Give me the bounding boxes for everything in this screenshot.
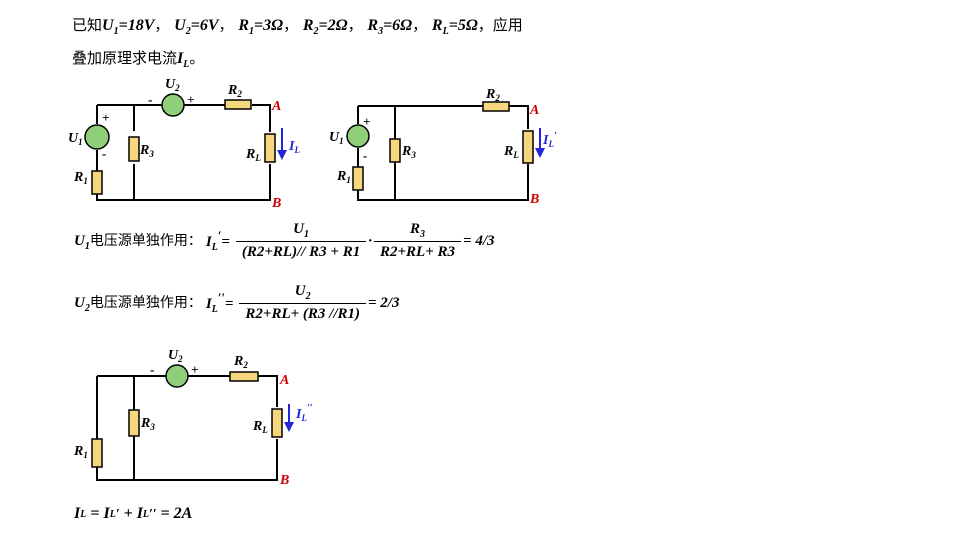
svg-text:-: - <box>363 148 367 163</box>
svg-text:R3: R3 <box>140 416 155 432</box>
svg-text:B: B <box>271 196 281 211</box>
svg-text:-: - <box>148 93 153 108</box>
eq1-result: = 4/3 <box>463 232 495 249</box>
svg-text:R1: R1 <box>73 444 88 460</box>
resistor-r2 <box>224 99 252 110</box>
resistor-rl <box>264 133 276 163</box>
svg-text:R2: R2 <box>227 83 242 99</box>
voltage-source-u1 <box>84 124 110 150</box>
eq2-fraction: U2 R2+RL+ (R3 //R1) <box>239 283 366 323</box>
svg-text:RL: RL <box>245 147 261 163</box>
svg-text:A: A <box>529 103 539 118</box>
eq2-label: U2电压源单独作用： <box>74 295 202 314</box>
svg-text:R1: R1 <box>336 169 351 185</box>
svg-text:+: + <box>191 362 198 377</box>
current-arrow-il-double-prime <box>284 404 294 432</box>
resistor-r3 <box>128 409 140 437</box>
svg-text:+: + <box>363 114 370 129</box>
svg-text:-: - <box>150 363 155 378</box>
resistor-r1 <box>352 166 364 191</box>
problem-line-2: 叠加原理求电流IL。 <box>72 49 205 71</box>
svg-text:IL′: IL′ <box>542 131 557 149</box>
svg-text:A: A <box>279 373 289 388</box>
eq1-lhs: IL′= <box>205 229 230 253</box>
svg-text:R2: R2 <box>233 354 248 370</box>
svg-text:-: - <box>102 146 106 161</box>
resistor-rl <box>522 130 534 164</box>
circuit-full: U1 + - R1 R3 U2 - + R2 A B RL IL <box>68 77 300 211</box>
svg-text:U2: U2 <box>168 348 183 364</box>
current-arrow-il <box>277 128 287 160</box>
svg-text:R3: R3 <box>401 144 416 160</box>
eq1-fraction-2: R3 R2+RL+ R3 <box>373 221 462 261</box>
svg-text:IL′′: IL′′ <box>295 403 313 423</box>
svg-text:U2: U2 <box>165 77 180 93</box>
current-arrow-il-prime <box>535 128 545 158</box>
resistor-r2 <box>229 371 259 382</box>
resistor-r2 <box>482 101 510 112</box>
svg-text:R1: R1 <box>73 170 88 186</box>
svg-text:RL: RL <box>252 419 268 435</box>
eq2-result: = 2/3 <box>368 294 400 311</box>
final-value: = 2A <box>160 505 193 522</box>
voltage-source-u1 <box>346 124 370 148</box>
svg-text:R2: R2 <box>485 87 500 103</box>
svg-text:R3: R3 <box>139 143 154 159</box>
svg-text:B: B <box>279 473 289 488</box>
resistor-r1 <box>91 170 103 195</box>
resistor-r3 <box>128 136 140 162</box>
svg-text:A: A <box>271 99 281 114</box>
circuit-u2-alone: R1 R3 U2 - + R2 A B RL IL′′ <box>73 348 313 488</box>
voltage-source-u2 <box>165 364 189 388</box>
resistor-rl <box>271 408 283 438</box>
equation-u2-alone: U2电压源单独作用： IL′′= U2 R2+RL+ (R3 //R1) = 2… <box>74 283 399 323</box>
circuit-u1-alone: U1 + - R1 R3 R2 A B RL IL′ <box>329 87 557 207</box>
eq2-lhs: IL′′= <box>205 291 234 315</box>
svg-text:U1: U1 <box>329 130 344 146</box>
voltage-source-u2 <box>161 93 185 117</box>
resistor-r1 <box>91 438 103 468</box>
svg-text:+: + <box>187 92 194 107</box>
problem-line-1: 已知U1=18V， U2=6V， R1=3Ω， R2=2Ω， R3=6Ω， RL… <box>72 16 523 38</box>
problem-statement: 已知U1=18V， U2=6V， R1=3Ω， R2=2Ω， R3=6Ω， RL… <box>72 12 552 78</box>
svg-text:U1: U1 <box>68 131 83 147</box>
svg-text:IL: IL <box>288 139 300 155</box>
resistor-r3 <box>389 138 401 163</box>
svg-text:B: B <box>529 192 539 207</box>
eq1-label: U1电压源单独作用： <box>74 233 202 252</box>
svg-text:RL: RL <box>503 144 519 160</box>
svg-text:+: + <box>102 110 109 125</box>
equation-u1-alone: U1电压源单独作用： IL′= U1 (R2+RL)// R3 + R1 · R… <box>74 221 495 261</box>
eq1-fraction-1: U1 (R2+RL)// R3 + R1 <box>235 221 367 261</box>
